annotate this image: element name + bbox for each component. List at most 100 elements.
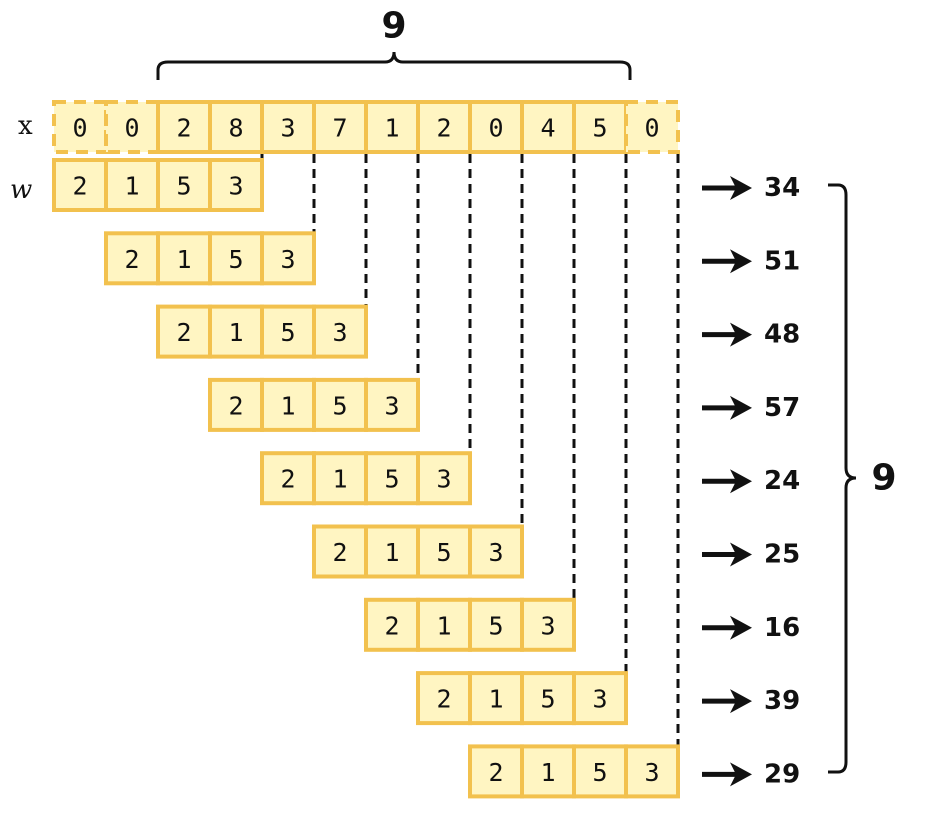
x-cell-value: 7 [332, 114, 347, 143]
x-cell [208, 100, 264, 154]
output-value: 34 [764, 173, 800, 203]
x-cell-value: 0 [488, 114, 503, 143]
kernel-cell [312, 304, 368, 359]
kernel-cell-value: 2 [280, 465, 295, 494]
kernel-cell-value: 1 [332, 465, 347, 494]
output-value: 57 [764, 393, 800, 423]
output-value: 25 [764, 540, 800, 570]
kernel-cell-value: 3 [436, 465, 451, 494]
kernel-cell [416, 451, 472, 506]
kernel-cell-value: 5 [332, 391, 347, 420]
kernel-cell [208, 304, 264, 359]
arrow-head-icon [730, 469, 752, 494]
kernel-cell-value: 3 [592, 685, 607, 714]
kernel-cell-value: 3 [384, 391, 399, 420]
output-brace [828, 183, 857, 774]
arrow-head-icon [730, 249, 752, 274]
kernel-cell-value: 1 [176, 245, 191, 274]
kernel-cell-value: 5 [592, 758, 607, 787]
x-cell [312, 100, 368, 154]
kernel-cell-value: 2 [384, 611, 399, 640]
kernel-cell [104, 158, 160, 212]
output-value: 48 [764, 320, 800, 350]
kernel-cell-value: 1 [436, 611, 451, 640]
x-padding-cell [52, 100, 108, 154]
kernel-cell-value: 2 [72, 172, 87, 201]
kernel-cell-value: 1 [488, 685, 503, 714]
input-length-label: 9 [381, 6, 406, 47]
kernel-cell-value: 5 [384, 465, 399, 494]
output-value: 29 [764, 759, 800, 789]
x-cell-value: 3 [280, 114, 295, 143]
kernel-cell-value: 2 [176, 318, 191, 347]
kernel-cell-value: 5 [488, 611, 503, 640]
kernel-cell [260, 231, 316, 286]
w-row-label: w [10, 175, 32, 205]
kernel-cell-value: 1 [280, 391, 295, 420]
kernel-cell [260, 451, 316, 506]
x-cell-value: 5 [592, 114, 607, 143]
x-cell-value: 4 [540, 114, 555, 143]
arrow-head-icon [730, 615, 752, 640]
x-padding-cell [104, 100, 160, 154]
arrow-head-icon [730, 762, 752, 787]
output-value: 39 [764, 686, 800, 716]
kernel-cell [312, 451, 368, 506]
x-cell-value: 1 [384, 114, 399, 143]
arrow-head-icon [730, 176, 752, 200]
kernel-cell [416, 671, 472, 726]
arrow-head-icon [730, 542, 752, 567]
kernel-cell-value: 1 [124, 172, 139, 201]
kernel-cell [520, 597, 576, 652]
x-row-label: x [18, 111, 33, 141]
kernel-cell-value: 5 [436, 538, 451, 567]
kernel-cell-value: 3 [228, 172, 243, 201]
kernel-cell-value: 5 [176, 172, 191, 201]
x-cell [156, 100, 212, 154]
kernel-cell [572, 671, 628, 726]
output-value: 16 [764, 613, 800, 643]
output-length-label: 9 [871, 458, 896, 499]
kernel-cell-value: 3 [332, 318, 347, 347]
alignment-lines [260, 154, 680, 747]
kernel-cell-value: 1 [228, 318, 243, 347]
kernel-cell-value: 1 [384, 538, 399, 567]
kernel-cell [364, 524, 420, 579]
kernel-cell [364, 451, 420, 506]
arrow-head-icon [730, 395, 752, 420]
output-column: 34 51 48 57 24 25 16 39 29 [702, 173, 800, 789]
x-cell-value: 2 [436, 114, 451, 143]
x-cell-value: 2 [176, 114, 191, 143]
kernel-cell-value: 3 [540, 611, 555, 640]
kernel-cell-value: 3 [488, 538, 503, 567]
kernel-cell-value: 5 [540, 685, 555, 714]
output-value: 24 [764, 466, 800, 496]
kernel-cell [312, 377, 368, 432]
x-cell [468, 100, 524, 154]
kernel-cell [624, 744, 680, 799]
kernel-cell [416, 597, 472, 652]
kernel-cell [104, 231, 160, 286]
arrow-head-icon [730, 322, 752, 347]
kernel-cell [416, 524, 472, 579]
output-value: 51 [764, 246, 800, 276]
kernel-cell-value: 2 [436, 685, 451, 714]
kernel-cell [520, 744, 576, 799]
input-brace [156, 51, 632, 80]
kernel-cell [468, 524, 524, 579]
x-cell-value: 0 [644, 114, 659, 143]
kernel-cell-value: 2 [332, 538, 347, 567]
kernel-cell [364, 377, 420, 432]
kernel-cell-value: 1 [540, 758, 555, 787]
x-cell [572, 100, 628, 154]
x-cell-value: 0 [72, 114, 87, 143]
arrow-head-icon [730, 689, 752, 714]
kernel-cell-value: 5 [228, 245, 243, 274]
x-cell [364, 100, 420, 154]
x-padding-cell [624, 100, 680, 154]
kernel-cell [208, 377, 264, 432]
x-cell-value: 8 [228, 114, 243, 143]
x-cell-value: 0 [124, 114, 139, 143]
